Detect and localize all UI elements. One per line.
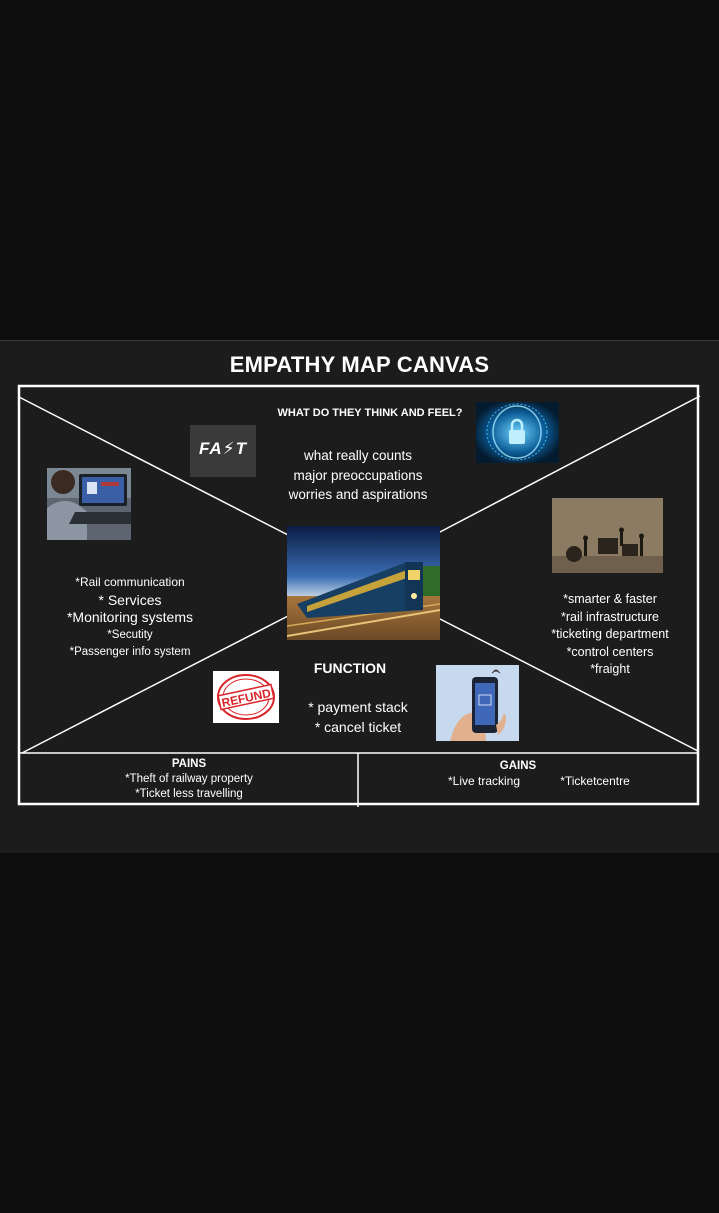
slide-title: EMPATHY MAP CANVAS [229,352,490,377]
gains-item: *Ticketcentre [560,774,630,788]
think-feel-heading: WHAT DO THEY THINK AND FEEL? [277,407,463,419]
think-feel-item: worries and aspirations [288,487,428,502]
digital-lock-image [476,402,559,463]
laptop-user-image [47,468,131,540]
gains-heading: GAINS [499,760,537,772]
canvas-frame [17,384,701,807]
does-item: *fraight [590,662,630,676]
fast-logo-image: FA⚡T [190,425,256,477]
phone-app-image [436,665,519,741]
control-center-image [552,498,663,573]
think-feel-item: major preoccupations [293,467,423,483]
says-item: *Rail communication [75,575,185,589]
gains-item: *Live tracking [447,774,521,788]
does-list: *smarter & faster *rail infrastructure *… [525,591,695,679]
refund-stamp-icon: REFUND [217,674,275,720]
does-item: *control centers [566,644,654,659]
pains-item: *Ticket less travelling [135,788,243,800]
workers-icon [552,498,663,573]
train-icon [287,526,440,640]
does-item: *rail infrastructure [561,609,659,624]
function-list: * payment stack * cancel ticket [278,698,438,737]
laptop-icon [47,468,131,540]
pains-section: PAINS *Theft of railway property *Ticket… [80,757,298,802]
train-image [287,526,440,640]
says-item: *Passenger info system [69,646,191,658]
think-feel-list: what really counts major preoccupations … [250,446,466,505]
empathy-map-slide: EMPATHY MAP CANVAS WHAT DO THEY THINK AN… [0,340,719,853]
think-feel-item: what really counts [303,448,413,463]
says-list: *Rail communication * Services *Monitori… [40,574,220,662]
says-item: * Services [98,591,162,608]
says-item: *Secutity [107,628,153,641]
fast-logo-text: FA⚡T [198,439,248,458]
diagonal-bottom-right [439,618,699,752]
diagonal-bottom-left [21,615,289,754]
pains-item: *Theft of railway property [125,773,253,785]
refund-stamp-image: REFUND [213,671,279,723]
diagonal-top-left [18,396,291,537]
lock-icon [476,402,559,463]
does-item: *smarter & faster [563,592,657,606]
pains-heading: PAINS [171,758,207,770]
diagonal-top-right [437,395,701,534]
does-item: *ticketing department [551,627,669,641]
function-heading: FUNCTION [313,660,387,676]
says-item: *Monitoring systems [66,609,194,625]
function-item: * payment stack [308,699,408,715]
phone-icon [436,665,519,741]
function-item: * cancel ticket [314,718,402,735]
